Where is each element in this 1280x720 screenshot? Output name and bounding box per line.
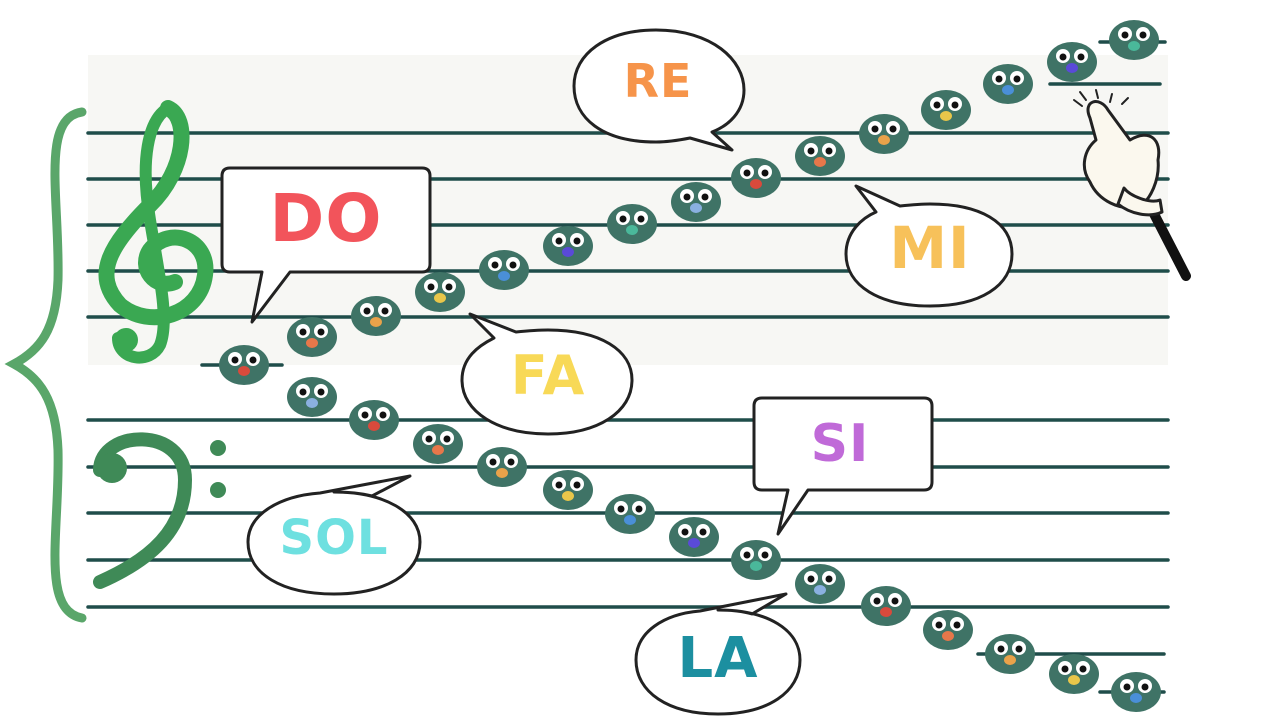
note-bird-icon bbox=[861, 586, 911, 626]
re-speech-bubble bbox=[572, 28, 746, 152]
speech-bubbles bbox=[220, 28, 1014, 716]
si-speech-bubble bbox=[752, 396, 934, 536]
note-bird-icon bbox=[605, 494, 655, 534]
note-bird-icon bbox=[413, 424, 463, 464]
sol-label: SOL bbox=[279, 510, 389, 566]
note-bird-icon bbox=[731, 158, 781, 198]
note-bird-icon bbox=[983, 64, 1033, 104]
note-bird-icon bbox=[1109, 20, 1159, 60]
note-bird-icon bbox=[351, 296, 401, 336]
note-bird-icon bbox=[731, 540, 781, 580]
re-label: RE bbox=[623, 54, 693, 108]
la-speech-bubble bbox=[634, 592, 802, 716]
do-speech-bubble bbox=[220, 166, 432, 324]
si-label: SI bbox=[810, 414, 870, 474]
notes bbox=[219, 20, 1161, 712]
fa-label: FA bbox=[510, 344, 586, 407]
note-bird-icon bbox=[859, 114, 909, 154]
sol-speech-bubble bbox=[246, 474, 422, 596]
note-bird-icon bbox=[477, 447, 527, 487]
note-bird-icon bbox=[921, 90, 971, 130]
note-bird-icon bbox=[543, 226, 593, 266]
note-bird-icon bbox=[985, 634, 1035, 674]
note-bird-icon bbox=[607, 204, 657, 244]
grand-staff-brace-icon bbox=[4, 107, 87, 623]
note-bird-icon bbox=[795, 136, 845, 176]
note-bird-icon bbox=[1111, 672, 1161, 712]
mi-speech-bubble bbox=[844, 184, 1014, 308]
note-bird-icon bbox=[671, 182, 721, 222]
pointing-glove-hand-icon bbox=[1073, 89, 1191, 281]
note-bird-icon bbox=[1049, 654, 1099, 694]
bass-clef-icon bbox=[93, 432, 226, 589]
note-bird-icon bbox=[287, 317, 337, 357]
note-bird-icon bbox=[795, 564, 845, 604]
note-bird-icon bbox=[219, 345, 269, 385]
note-bird-icon bbox=[479, 250, 529, 290]
treble-clef-icon bbox=[98, 100, 214, 364]
note-bird-icon bbox=[415, 272, 465, 312]
note-bird-icon bbox=[923, 610, 973, 650]
note-bird-icon bbox=[349, 400, 399, 440]
do-label: DO bbox=[269, 180, 383, 257]
note-bird-icon bbox=[1047, 42, 1097, 82]
la-label: LA bbox=[677, 626, 759, 691]
mi-label: MI bbox=[889, 214, 971, 282]
note-bird-icon bbox=[669, 517, 719, 557]
note-bird-icon bbox=[287, 377, 337, 417]
note-bird-icon bbox=[543, 470, 593, 510]
fa-speech-bubble bbox=[460, 312, 634, 436]
